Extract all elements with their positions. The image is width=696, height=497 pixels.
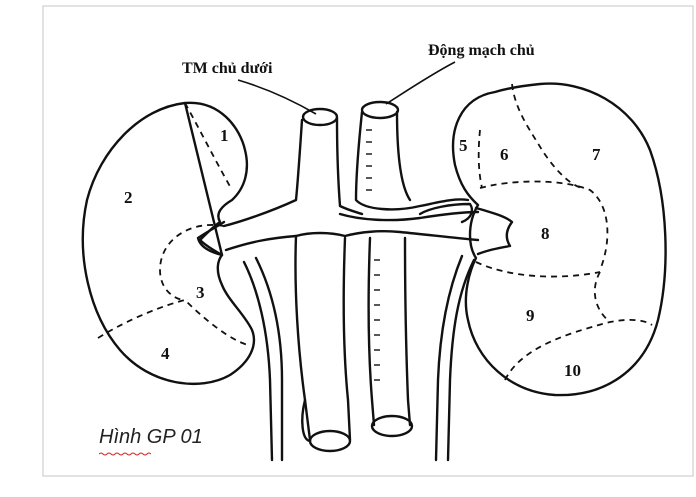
aorta-ticks: [366, 129, 380, 381]
aorta-tube: [354, 110, 470, 211]
segment-number: 4: [161, 344, 170, 363]
segment-number: 2: [124, 188, 133, 207]
vena-cava-label: TM chủ dưới: [182, 60, 273, 77]
aorta-tube-right-wall: [395, 110, 412, 202]
right-ureter: [434, 254, 464, 462]
vena-cava-top-opening: [301, 107, 339, 127]
vena-cava-pointer-line: [237, 79, 317, 115]
renal-vessel-upper: [338, 210, 480, 222]
aorta-bottom-opening: [370, 414, 414, 438]
segment-number: 3: [196, 283, 205, 302]
vena-cava-tube-right-wall: [335, 116, 364, 442]
left-ureter: [242, 260, 274, 462]
figure-border: [42, 5, 694, 477]
figure-caption: Hình GP 01: [99, 426, 203, 448]
aorta-lower-right: [403, 236, 412, 427]
segment-number: 10: [564, 361, 581, 380]
segment-number: 9: [526, 306, 535, 325]
right-kidney-hilum: [474, 206, 514, 256]
aorta-top-opening: [360, 100, 400, 120]
aorta-pointer-line: [385, 61, 456, 105]
vena-cava-lower-wall: [301, 398, 312, 443]
right-kidney-outline: [451, 82, 667, 397]
segment-number: 1: [220, 126, 229, 145]
aorta-lower-left: [367, 236, 376, 427]
renal-artery-branch: [418, 202, 474, 224]
aorta-label: Động mạch chủ: [428, 42, 535, 59]
left-renal-vein: [294, 230, 480, 242]
spellcheck-underline: [99, 452, 151, 456]
segment-number: 7: [592, 145, 601, 164]
vena-cava-tube: [222, 118, 312, 442]
segment-number: 6: [500, 145, 509, 164]
left-kidney-outline: [81, 101, 256, 386]
right-ureter-inner: [446, 258, 476, 462]
left-ureter-inner: [254, 256, 284, 462]
segment-boundaries: [97, 83, 653, 381]
vena-cava-bottom-opening: [308, 429, 352, 453]
segment-number: 5: [459, 136, 468, 155]
segment-number: 8: [541, 224, 550, 243]
